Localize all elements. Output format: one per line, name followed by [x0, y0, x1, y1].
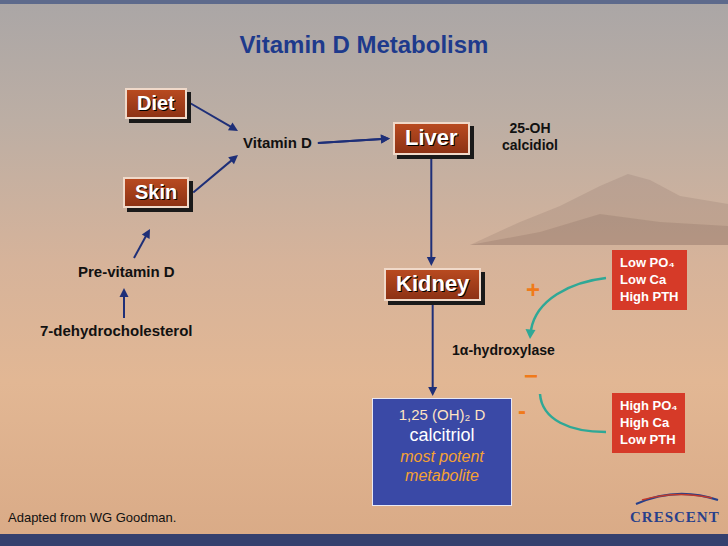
logo-swoosh: [636, 494, 718, 504]
box-text: Kidney: [396, 271, 469, 297]
connector-line: [193, 160, 232, 192]
inhibition-sign: -: [518, 398, 526, 424]
box-text: High PO₄: [620, 397, 677, 414]
connector: [428, 303, 437, 396]
arrowhead: [428, 387, 437, 396]
connector: [427, 157, 436, 266]
arrowhead: [228, 155, 238, 164]
mountain-silhouette: [470, 174, 728, 245]
organ-box: Skin: [123, 177, 189, 208]
connector-line: [318, 139, 382, 143]
molecule-label: Pre-vitamin D: [78, 263, 175, 281]
box-text: Low PTH: [620, 431, 677, 448]
product-box: 1,25 (OH)₂ Dcalcitriolmost potent metabo…: [372, 398, 512, 506]
connector-line: [191, 104, 231, 127]
organ-box: Diet: [125, 88, 187, 119]
stimulation-curve: [531, 278, 606, 330]
logo-swoosh: [642, 494, 712, 500]
connector-line: [430, 157, 432, 258]
arrowhead: [526, 329, 536, 339]
box-text: calcitriol: [379, 424, 505, 447]
arrowhead: [120, 288, 129, 297]
condition-box: High PO₄High CaLow PTH: [612, 393, 685, 453]
molecule-label: 25-OH calcidiol: [494, 120, 566, 154]
organ-box: Kidney: [384, 268, 481, 301]
arrowhead: [142, 229, 150, 239]
connector-line: [318, 139, 382, 143]
box-text: High Ca: [620, 414, 677, 431]
logo-text: CRESCENT: [630, 508, 720, 526]
enzyme-label: 1α-hydroxylase: [452, 342, 555, 359]
arrowhead: [381, 135, 390, 144]
box-text: Skin: [135, 180, 177, 204]
inhibition-sign: −: [524, 363, 538, 389]
box-text: most potent metabolite: [379, 447, 505, 485]
inhibition-curve: [540, 394, 606, 432]
slide-title: Vitamin D Metabolism: [0, 31, 728, 59]
organ-box: Liver: [393, 122, 470, 155]
mountain-silhouette: [470, 214, 728, 245]
arrowhead: [381, 135, 390, 144]
arrowhead: [427, 257, 436, 266]
synthesis-arrow: [123, 296, 125, 318]
box-text: Diet: [137, 91, 175, 115]
connector-line: [432, 303, 434, 388]
molecule-label: Vitamin D: [243, 134, 312, 152]
box-text: Low Ca: [620, 271, 679, 288]
synthesis-arrow: [134, 236, 146, 258]
stimulation-sign: +: [526, 277, 540, 303]
top-bar: [0, 0, 728, 4]
box-text: 1,25 (OH)₂ D: [379, 405, 505, 424]
box-text: Low PO₄: [620, 254, 679, 271]
box-text: High PTH: [620, 288, 679, 305]
condition-box: Low PO₄Low CaHigh PTH: [612, 250, 687, 310]
arrowhead: [228, 123, 238, 131]
source-note: Adapted from WG Goodman.: [8, 510, 176, 526]
molecule-label: 7-dehydrocholesterol: [40, 322, 193, 340]
box-text: Liver: [405, 125, 458, 151]
connector: [193, 135, 390, 193]
bottom-bar: [0, 534, 728, 546]
